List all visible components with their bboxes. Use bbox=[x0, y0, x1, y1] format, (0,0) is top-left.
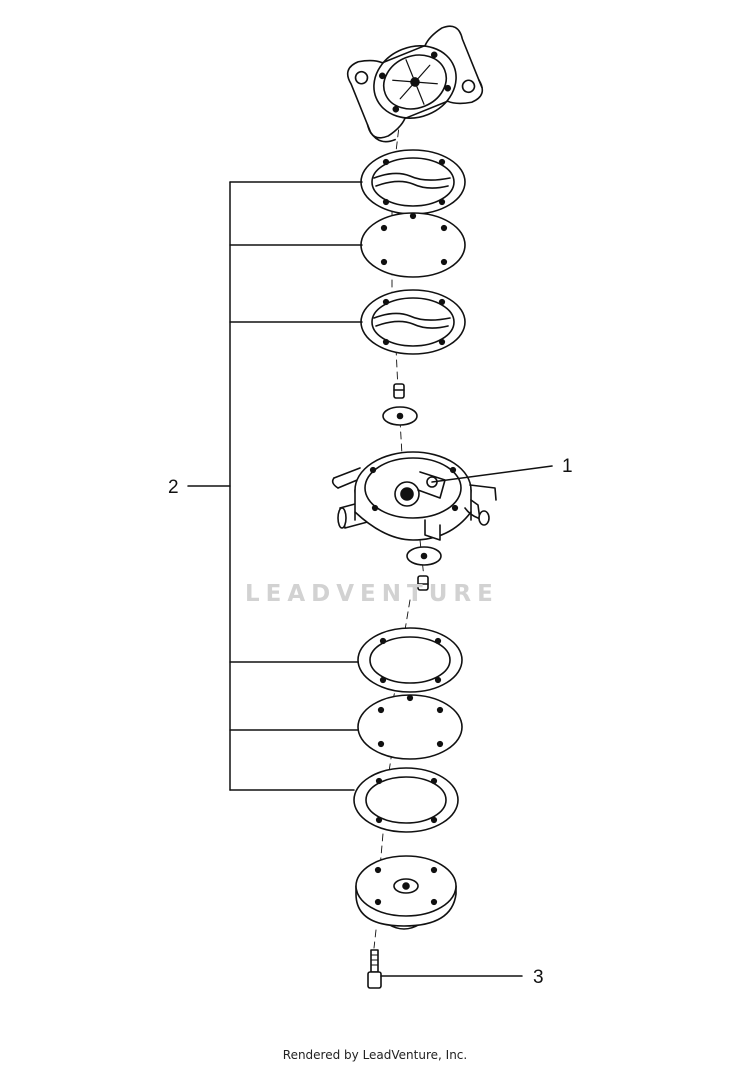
pump-body-part bbox=[331, 451, 497, 541]
bottom-cover-part bbox=[355, 855, 457, 930]
gasket-lower-2 bbox=[353, 767, 459, 833]
valve-gasket-lower bbox=[360, 289, 466, 355]
gasket-lower-1 bbox=[357, 627, 463, 693]
callout-label-2: 2 bbox=[168, 477, 179, 498]
diaphragm-lower bbox=[357, 694, 463, 760]
callout-1-leader bbox=[431, 465, 553, 483]
valve-washer-lower bbox=[406, 546, 442, 566]
valve-gasket-upper bbox=[360, 149, 466, 215]
callout-label-1: 1 bbox=[562, 456, 573, 477]
check-valve-upper bbox=[393, 383, 405, 399]
footer-credit: Rendered by LeadVenture, Inc. bbox=[282, 1048, 468, 1062]
screw-part bbox=[367, 949, 382, 989]
valve-washer-upper bbox=[382, 406, 418, 426]
callout-label-3: 3 bbox=[533, 967, 544, 988]
top-cover-part bbox=[346, 25, 484, 143]
diaphragm-upper bbox=[360, 212, 466, 278]
watermark-text: LEADVENTURE bbox=[245, 581, 499, 607]
check-valve-lower bbox=[417, 575, 429, 591]
callout-2-bracket bbox=[187, 181, 363, 791]
